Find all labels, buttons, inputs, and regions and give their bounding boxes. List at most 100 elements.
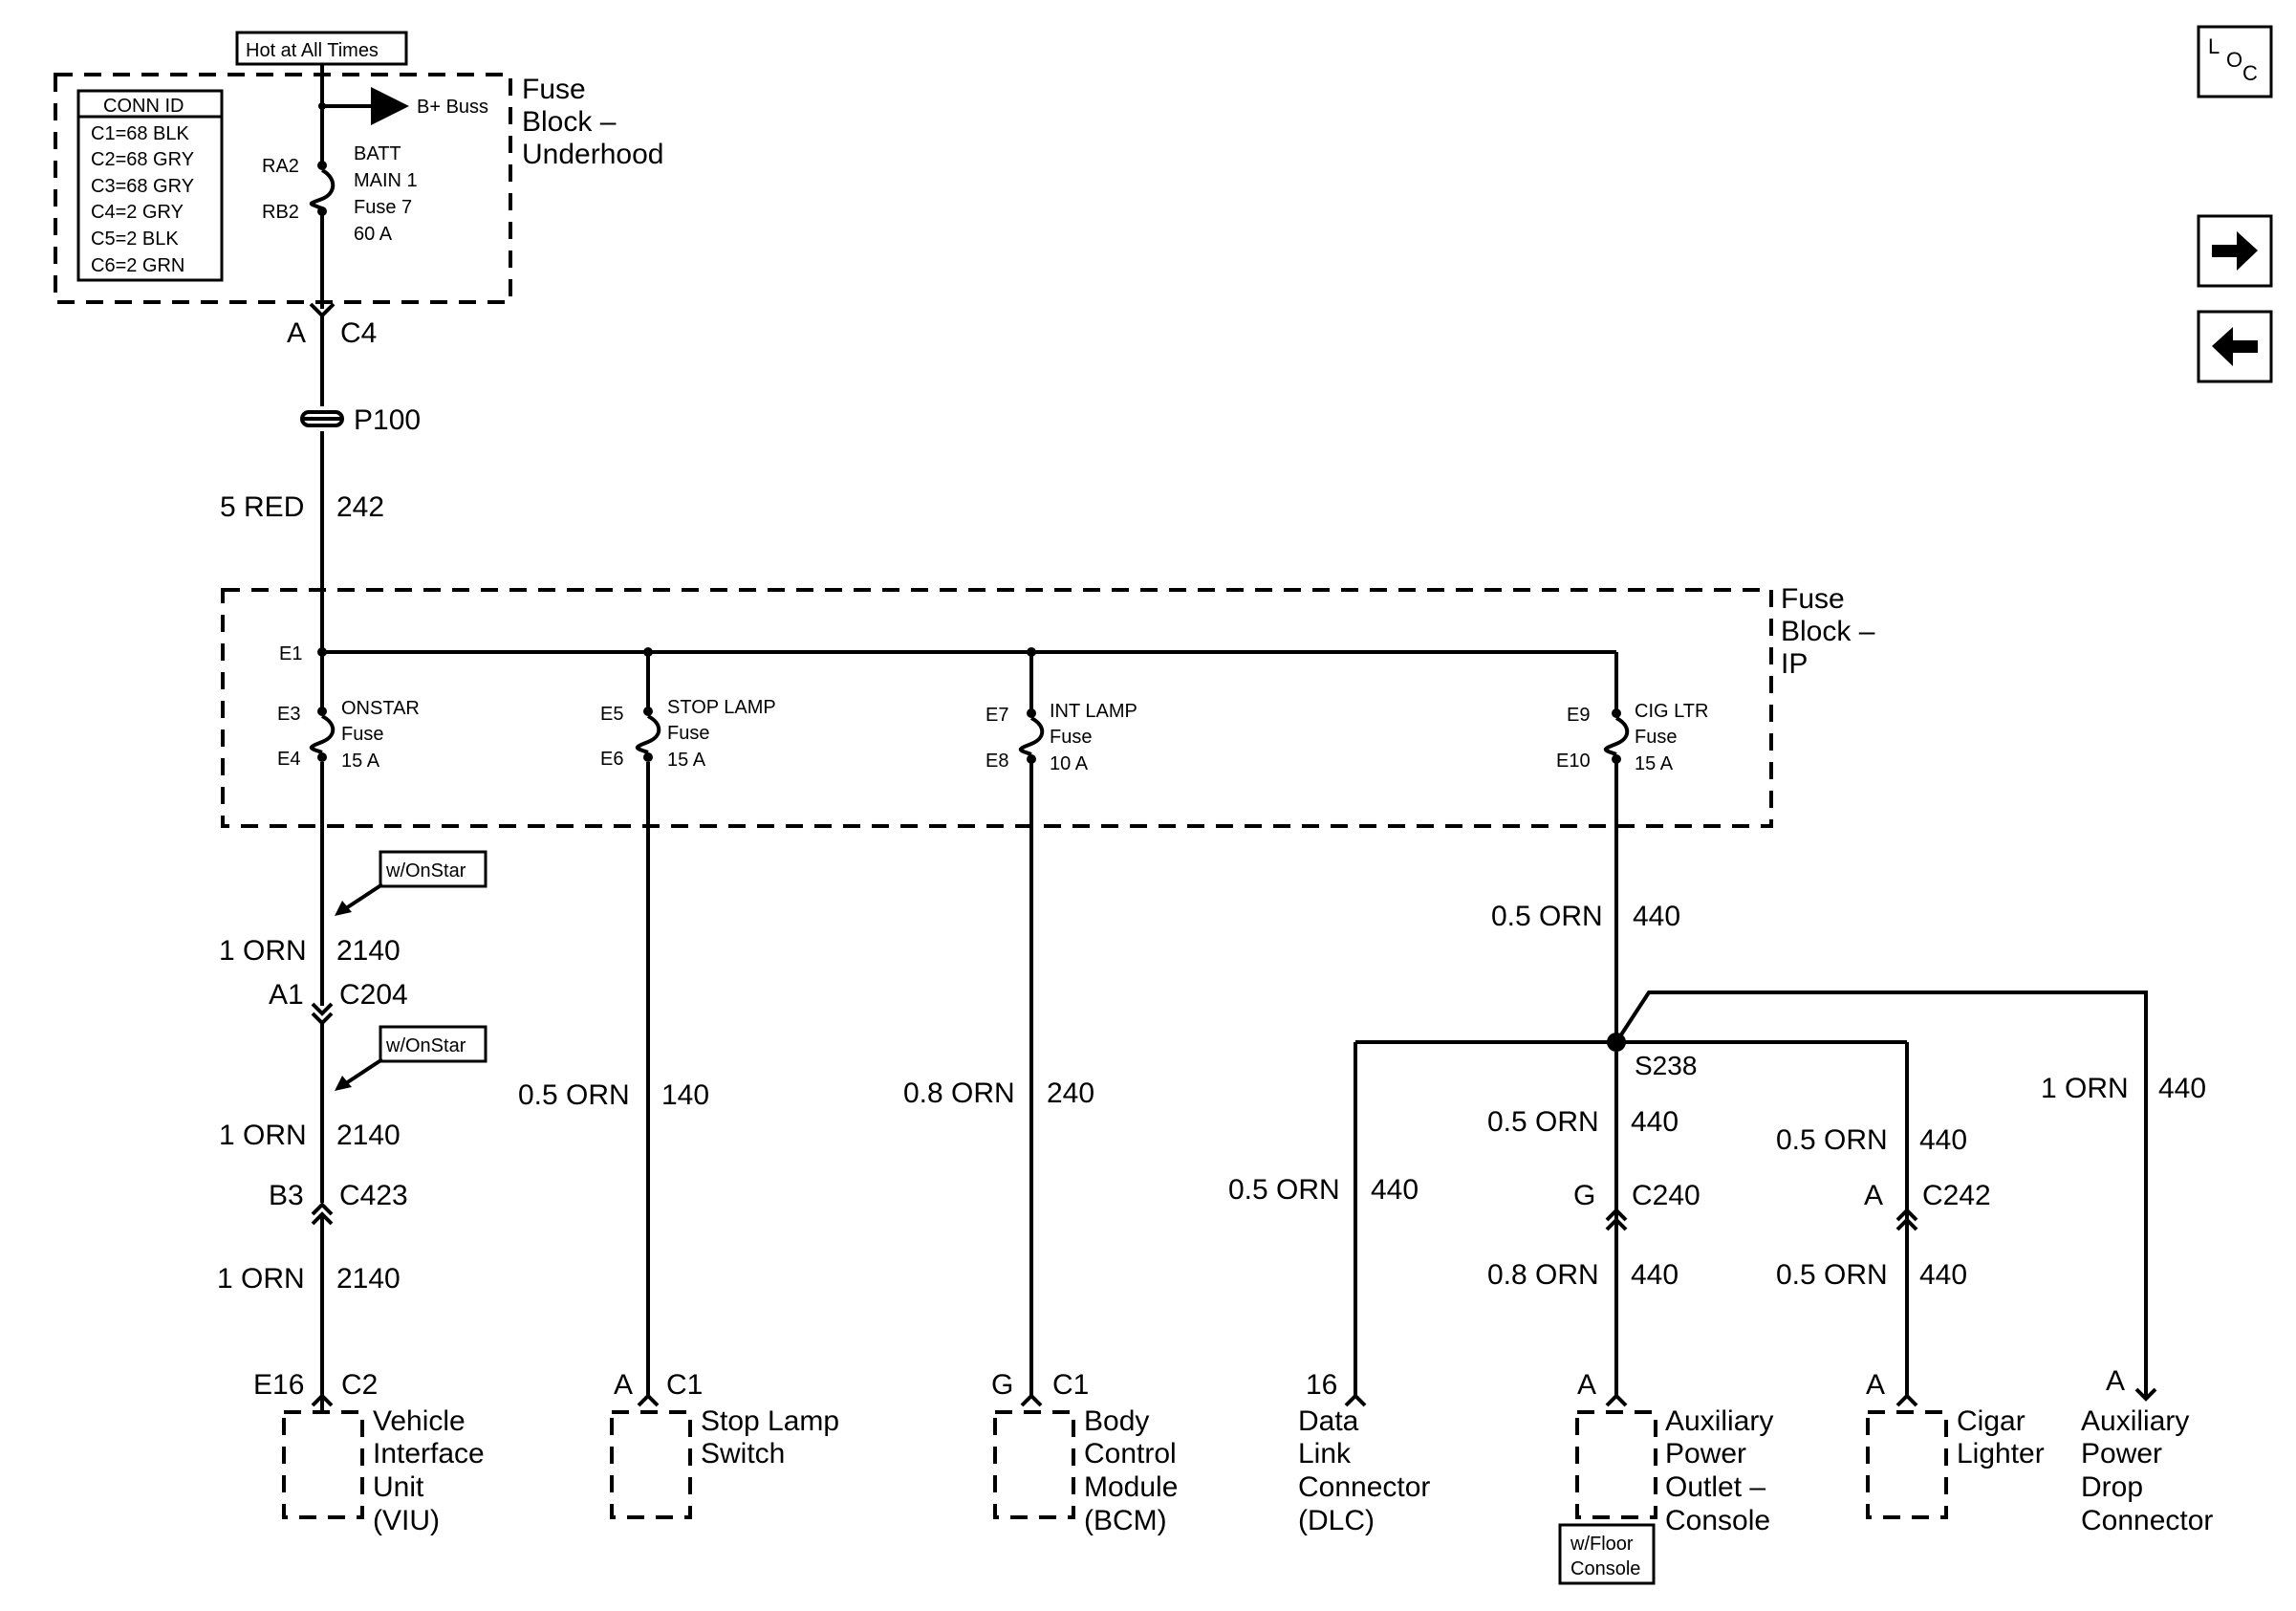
apo-component — [1575, 1410, 1657, 1519]
apo-label: Auxiliary Power Outlet – Console — [1665, 1405, 1773, 1536]
cigar-pin-label: A — [1866, 1369, 1885, 1401]
svg-text:Console: Console — [1665, 1505, 1770, 1536]
svg-text:E9: E9 — [1567, 705, 1590, 726]
previous-page-button[interactable] — [2197, 310, 2273, 383]
svg-text:15 A: 15 A — [341, 751, 380, 772]
stop-lamp-fuse: E5 E6 STOP LAMP Fuse 15 A — [600, 652, 776, 771]
drop-wire-size: 1 ORN — [2041, 1073, 2129, 1104]
svg-text:ONSTAR: ONSTAR — [341, 698, 420, 719]
c4-label: C4 — [340, 317, 377, 349]
svg-text:Interface: Interface — [373, 1438, 485, 1469]
batt-main-fuse: RA2 RB2 BATT MAIN 1 Fuse 7 60 A — [262, 143, 418, 245]
svg-text:CONN ID: CONN ID — [103, 96, 184, 117]
svg-text:E4: E4 — [277, 749, 300, 770]
cigar-wire2-circuit: 440 — [1919, 1259, 1967, 1291]
apo-terminal-symbol — [1605, 1393, 1628, 1407]
svg-text:E6: E6 — [600, 749, 623, 770]
dlc-pin-label: 16 — [1306, 1369, 1337, 1401]
svg-text:Switch: Switch — [701, 1438, 785, 1469]
onstar-fuse: E3 E4 ONSTAR Fuse 15 A — [277, 652, 420, 772]
c423-pin-label: B3 — [269, 1180, 304, 1211]
svg-text:Fuse: Fuse — [1635, 727, 1677, 748]
cig-ltr-wire-size: 0.5 ORN — [1491, 901, 1603, 932]
stop-lamp-pin-label: A — [614, 1369, 633, 1401]
svg-text:Fuse: Fuse — [522, 74, 586, 105]
svg-text:P100: P100 — [354, 404, 421, 436]
svg-text:Control: Control — [1084, 1438, 1177, 1469]
svg-text:C5=2 BLK: C5=2 BLK — [91, 229, 179, 250]
stop-lamp-switch-label: Stop Lamp Switch — [701, 1405, 839, 1469]
svg-text:E8: E8 — [986, 751, 1008, 772]
svg-text:E3: E3 — [277, 704, 300, 725]
svg-text:RA2: RA2 — [262, 156, 299, 177]
svg-text:(BCM): (BCM) — [1084, 1505, 1167, 1536]
svg-text:Power: Power — [2081, 1438, 2162, 1469]
stop-lamp-switch-component — [610, 1410, 692, 1519]
svg-text:Body: Body — [1084, 1405, 1149, 1437]
svg-text:Underhood: Underhood — [522, 139, 663, 170]
apo-wire2-circuit: 440 — [1631, 1259, 1679, 1291]
viu-wire3-size: 1 ORN — [217, 1263, 305, 1295]
cigar-wire1-circuit: 440 — [1919, 1124, 1967, 1156]
svg-text:STOP LAMP: STOP LAMP — [667, 697, 776, 718]
svg-text:Unit: Unit — [373, 1471, 424, 1503]
svg-text:Cigar: Cigar — [1957, 1405, 2025, 1437]
svg-text:E5: E5 — [600, 704, 623, 725]
int-lamp-wire-size: 0.8 ORN — [903, 1078, 1015, 1109]
svg-text:L: L — [2208, 34, 2220, 58]
ip-fuse-block-title: Fuse Block – IP — [1781, 583, 1875, 680]
aux-power-drop-wire — [1614, 991, 2148, 1399]
loc-button[interactable]: L O C — [2197, 25, 2273, 98]
viu-conn-label: C2 — [341, 1369, 378, 1401]
apo-wire1-circuit: 440 — [1631, 1106, 1679, 1138]
apo-wire2-size: 0.8 ORN — [1487, 1259, 1599, 1291]
svg-text:C6=2 GRN: C6=2 GRN — [91, 255, 184, 276]
svg-text:Data: Data — [1298, 1405, 1359, 1437]
drop-terminal-symbol — [2134, 1387, 2157, 1402]
hot-at-all-times-label: Hot at All Times — [235, 31, 408, 66]
svg-text:Auxiliary: Auxiliary — [2081, 1405, 2189, 1437]
svg-text:Connector: Connector — [2081, 1505, 2213, 1536]
svg-text:IP: IP — [1781, 648, 1808, 680]
svg-text:C1=68 BLK: C1=68 BLK — [91, 123, 190, 144]
svg-text:(VIU): (VIU) — [373, 1505, 440, 1536]
svg-text:O: O — [2226, 48, 2242, 72]
svg-text:w/OnStar: w/OnStar — [385, 1035, 466, 1056]
svg-text:E7: E7 — [986, 705, 1008, 726]
c423-label: C423 — [339, 1180, 408, 1211]
stop-lamp-wire-circuit: 140 — [661, 1079, 709, 1111]
svg-text:Drop: Drop — [2081, 1471, 2143, 1503]
svg-text:Fuse: Fuse — [667, 723, 709, 744]
stop-lamp-conn-label: C1 — [666, 1369, 703, 1401]
svg-text:Lighter: Lighter — [1957, 1438, 2045, 1469]
cigar-wire2-size: 0.5 ORN — [1776, 1259, 1888, 1291]
viu-wire2-circuit: 2140 — [336, 1120, 401, 1151]
dlc-label: Data Link Connector (DLC) — [1298, 1405, 1430, 1536]
svg-text:Block –: Block – — [522, 106, 617, 138]
viu-wire3-circuit: 2140 — [336, 1263, 401, 1295]
svg-text:Outlet –: Outlet – — [1665, 1471, 1765, 1503]
svg-text:w/OnStar: w/OnStar — [385, 860, 466, 882]
c4-pin-label: A — [287, 317, 306, 349]
c240-connector-symbol — [1605, 1208, 1628, 1222]
svg-text:C3=68 GRY: C3=68 GRY — [91, 176, 194, 197]
viu-terminal-symbol — [311, 1393, 334, 1407]
next-page-button[interactable] — [2197, 214, 2273, 288]
svg-text:Module: Module — [1084, 1471, 1178, 1503]
c204-label: C204 — [339, 979, 408, 1011]
c242-label: C242 — [1922, 1180, 1991, 1211]
dlc-wire-size: 0.5 ORN — [1228, 1174, 1340, 1206]
feed-circuit-label: 242 — [336, 491, 384, 523]
c204-connector-symbol — [311, 1002, 334, 1016]
s238-label: S238 — [1635, 1051, 1697, 1080]
cig-ltr-fuse: E9 E10 CIG LTR Fuse 15 A — [1556, 652, 1708, 774]
svg-text:Fuse: Fuse — [1781, 583, 1845, 615]
svg-text:Fuse: Fuse — [341, 724, 383, 745]
svg-text:RB2: RB2 — [262, 202, 299, 223]
bcm-component — [993, 1410, 1075, 1519]
w-onstar-option-2: w/OnStar — [335, 1025, 487, 1091]
ip-fuse-block-outline — [221, 588, 1773, 828]
svg-text:Auxiliary: Auxiliary — [1665, 1405, 1773, 1437]
